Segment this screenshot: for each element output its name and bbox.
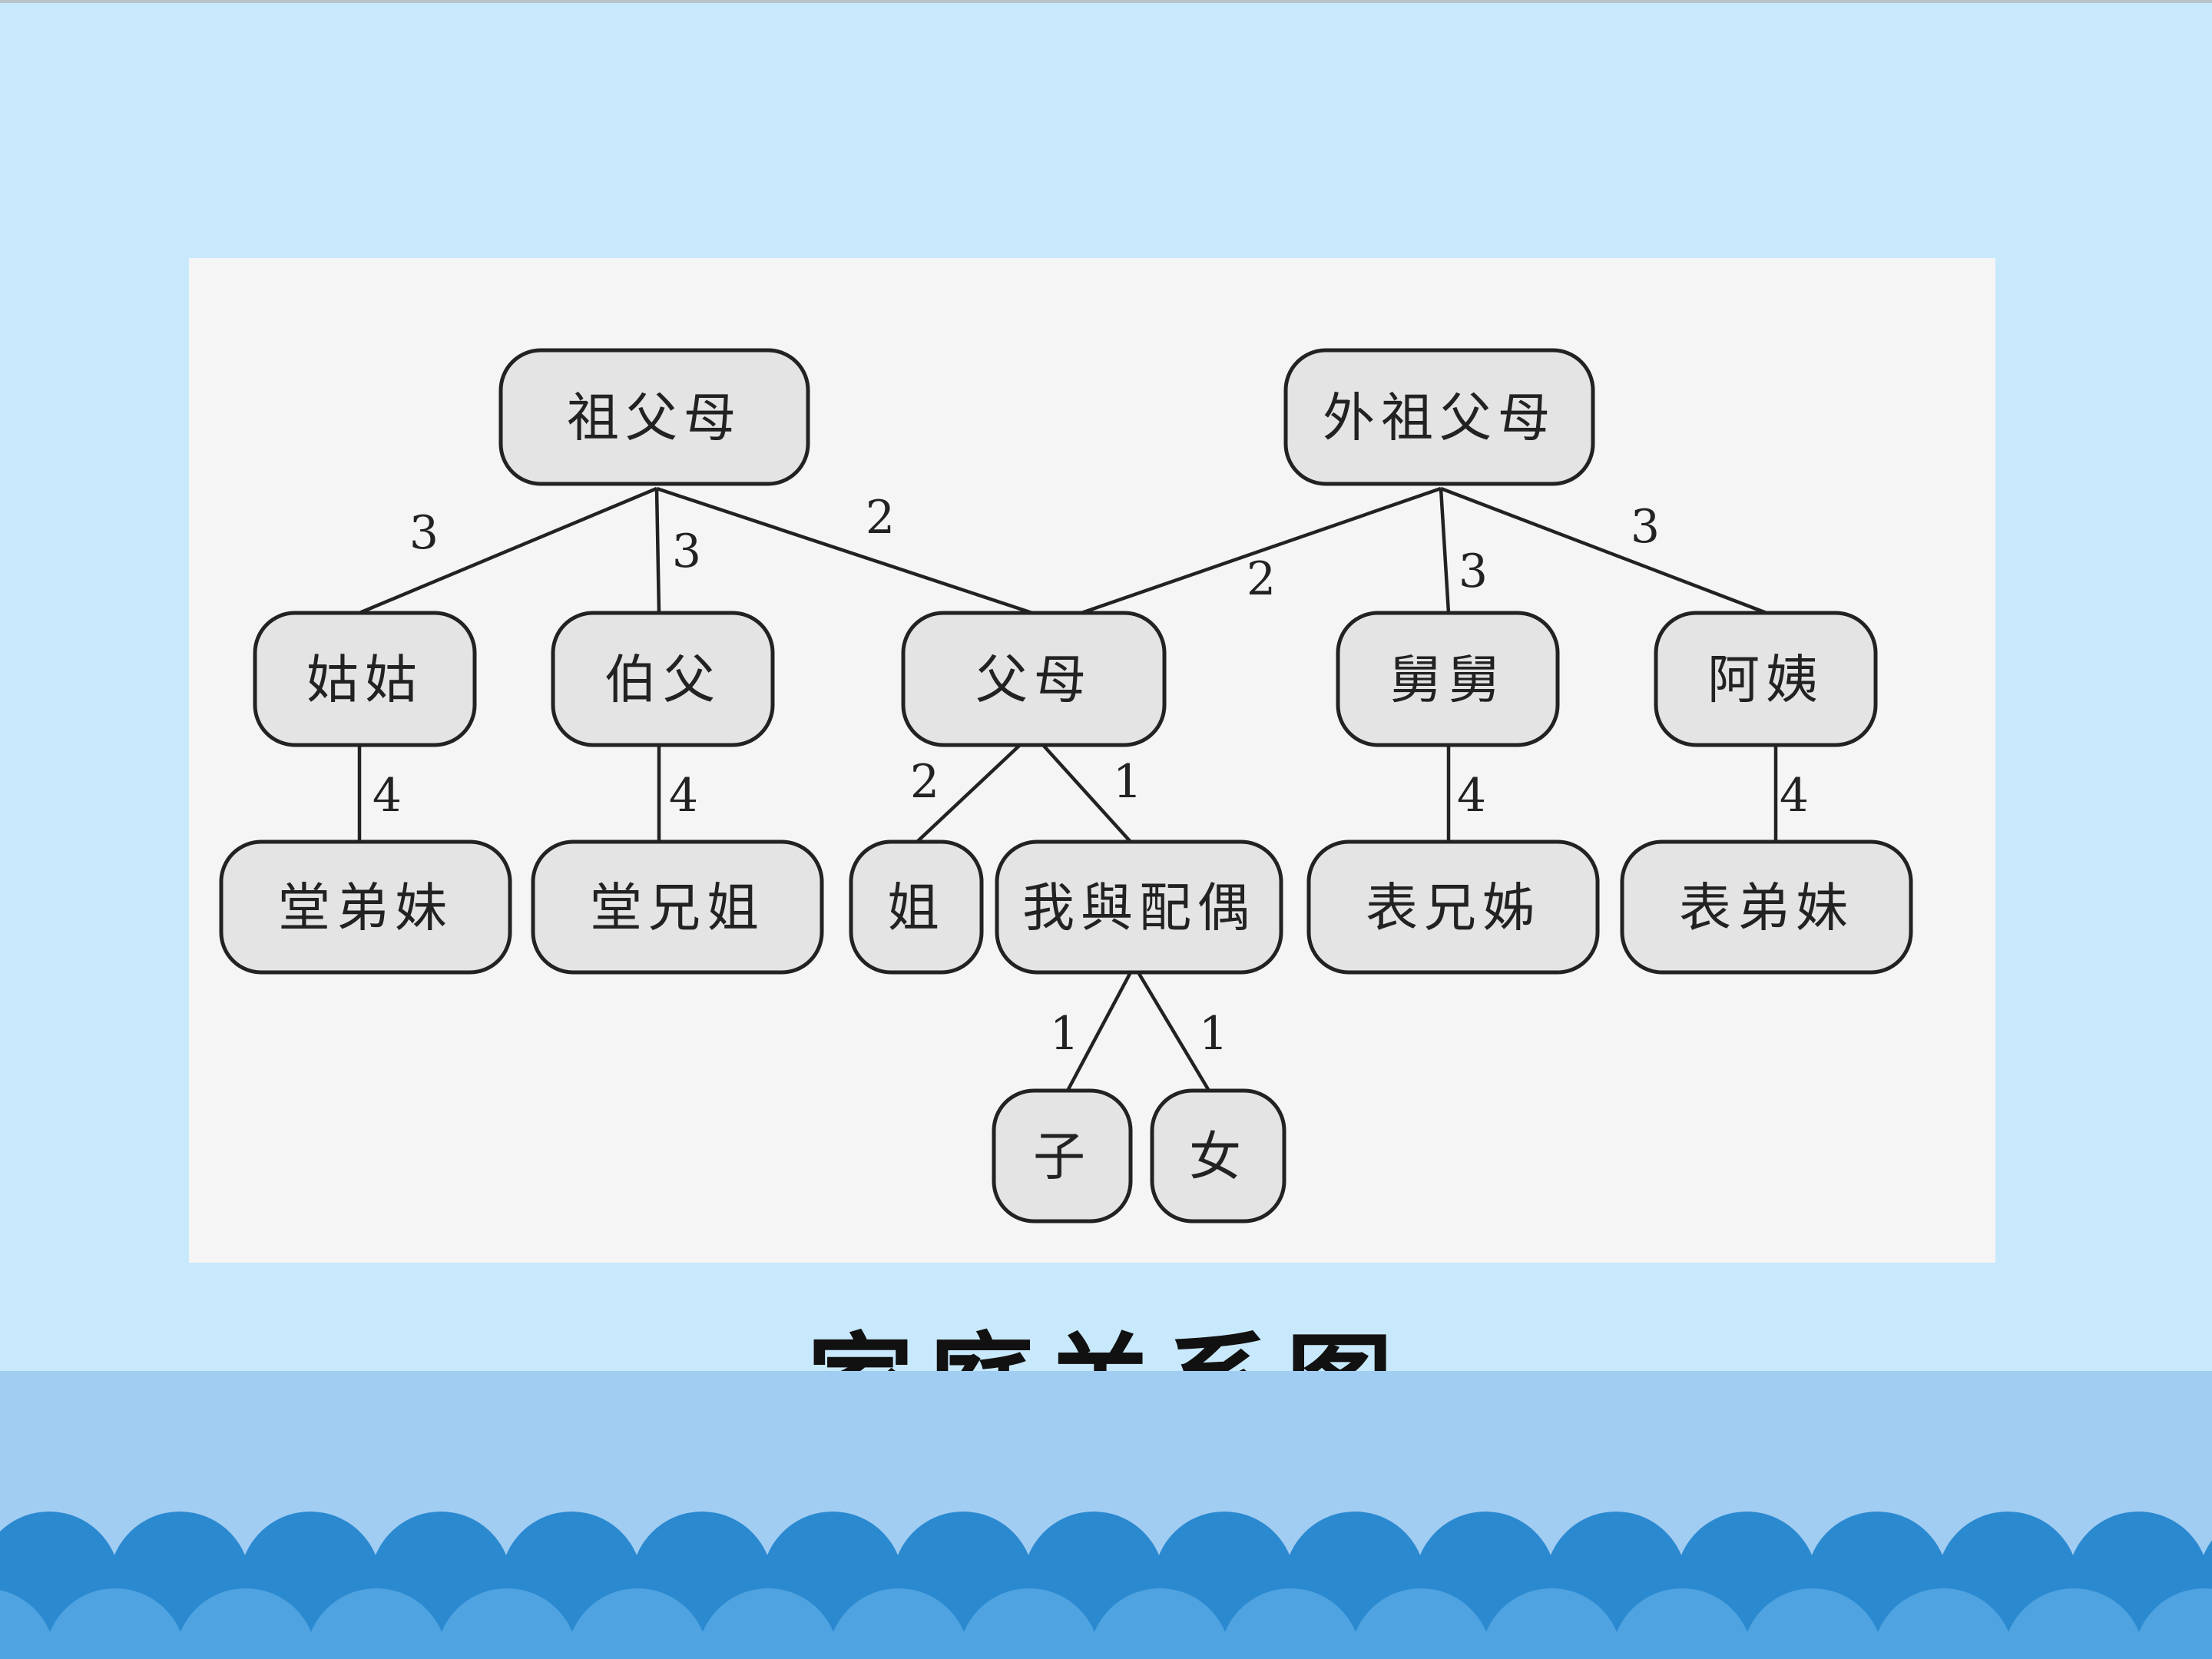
node-grandparents: 祖父母 (498, 348, 810, 486)
node-paternal-aunt: 姑姑 (253, 611, 477, 747)
node-box (1306, 839, 1600, 975)
edge-parents-to-elder-sister (916, 743, 1022, 843)
wave-scallop-front (1873, 1588, 2014, 1659)
node-box (1283, 348, 1595, 486)
wave-scallop-front (567, 1588, 708, 1659)
node-maternal-aunt: 阿姨 (1654, 611, 1878, 747)
wave-scallop-front (828, 1588, 969, 1659)
edge-me-and-spouse-to-son (1066, 971, 1132, 1092)
node-older-paternal-cousins: 堂兄姐 (531, 839, 824, 975)
edge-weight-label: 1 (1199, 1007, 1228, 1061)
node-label: 姐 (887, 879, 945, 939)
edge-me-and-spouse-to-daughter (1137, 971, 1210, 1092)
node-paternal-uncle: 伯父 (551, 611, 775, 747)
node-label: 舅舅 (1389, 651, 1506, 711)
node-label: 姑姑 (306, 651, 423, 711)
edge-weight-label: 1 (1050, 1007, 1079, 1061)
node-box (995, 839, 1283, 975)
node-younger-maternal-cousins: 表弟妹 (1620, 839, 1913, 975)
edge-grandparents-to-paternal-aunt (359, 486, 657, 615)
edge-grandparents-to-parents (656, 486, 1033, 615)
wave-scallop-front (2134, 1588, 2212, 1659)
node-box (531, 839, 824, 975)
wave-scallop-front (45, 1588, 186, 1659)
edge-weight-label: 4 (1780, 769, 1809, 823)
node-label: 祖父母 (567, 389, 742, 449)
edge-maternal-grandparents-to-maternal-uncle (1439, 488, 1451, 614)
edge-weight-label: 3 (1631, 500, 1660, 554)
node-parents: 父母 (901, 611, 1167, 747)
node-label: 表兄姊 (1366, 879, 1541, 939)
node-box (849, 839, 984, 975)
wave-scallop-front (1611, 1588, 1753, 1659)
edge-grandparents-to-paternal-uncle (654, 488, 661, 614)
edge-weight-label: 1 (1113, 755, 1142, 809)
node-son: 子 (992, 1088, 1133, 1224)
node-label: 阿姨 (1707, 651, 1824, 711)
node-label: 子 (1033, 1128, 1091, 1188)
node-younger-paternal-cousins: 堂弟妹 (219, 839, 512, 975)
node-box (901, 611, 1167, 747)
node-label: 父母 (975, 651, 1092, 711)
node-label: 表弟妹 (1679, 879, 1854, 939)
node-older-maternal-cousins: 表兄姊 (1306, 839, 1600, 975)
edge-weight-label: 3 (409, 506, 439, 560)
top-rule (0, 0, 2212, 3)
node-label: 堂弟妹 (278, 879, 453, 939)
node-label: 伯父 (604, 651, 721, 711)
wave-scallop-front (306, 1588, 447, 1659)
node-label: 外祖父母 (1323, 389, 1556, 449)
wave-scallop-front (436, 1588, 578, 1659)
node-me-and-spouse: 我與配偶 (995, 839, 1283, 975)
node-box (498, 348, 810, 486)
edge-weight-label: 2 (866, 491, 895, 545)
edge-weight-label: 2 (910, 755, 939, 809)
diagram-panel: 3 3 2 2 3 3 4 4 2 1 4 4 1 1 祖父母 外祖父母姑姑 伯父 父母 舅舅 阿姨堂弟妹 堂兄姐 姐 我… (189, 258, 1995, 1263)
edge-weight-label: 4 (373, 769, 402, 823)
node-box (1336, 611, 1560, 747)
node-daughter: 女 (1150, 1088, 1286, 1224)
edge-weight-label: 3 (672, 525, 701, 578)
node-label: 女 (1189, 1128, 1247, 1188)
node-box (992, 1088, 1133, 1224)
edge-parents-to-me-and-spouse (1041, 743, 1132, 843)
wave-scallop-front (697, 1588, 839, 1659)
node-maternal-uncle: 舅舅 (1336, 611, 1560, 747)
edge-weight-label: 4 (669, 769, 698, 823)
edge-maternal-grandparents-to-maternal-aunt (1440, 486, 1767, 615)
node-box (1150, 1088, 1286, 1224)
edge-weight-label: 2 (1247, 552, 1276, 606)
wave-scallop-front (1481, 1588, 1622, 1659)
node-box (219, 839, 512, 975)
wave-scallop-front (959, 1588, 1100, 1659)
node-maternal-grandparents: 外祖父母 (1283, 348, 1595, 486)
edge-weight-label: 4 (1457, 769, 1486, 823)
wave-scallop-front (1742, 1588, 1883, 1659)
node-elder-sister: 姐 (849, 839, 984, 975)
node-box (1620, 839, 1913, 975)
wave-scallop-front (1350, 1588, 1492, 1659)
edges-layer: 3 3 2 2 3 3 4 4 2 1 4 4 1 1 (357, 486, 1809, 1092)
wave-decoration (0, 1512, 2212, 1659)
node-box (253, 611, 477, 747)
wave-scallop-front (175, 1588, 316, 1659)
edge-maternal-grandparents-to-parents (1081, 486, 1442, 615)
node-label: 我與配偶 (1022, 879, 1256, 939)
node-box (551, 611, 775, 747)
wave-scallop-front (1220, 1588, 1361, 1659)
wave-scallop-front (0, 1590, 55, 1659)
wave-scallop-front (1089, 1588, 1230, 1659)
edge-weight-label: 3 (1459, 545, 1488, 598)
node-label: 堂兄姐 (590, 879, 765, 939)
wave-scallop-front (2003, 1588, 2144, 1659)
node-box (1654, 611, 1878, 747)
